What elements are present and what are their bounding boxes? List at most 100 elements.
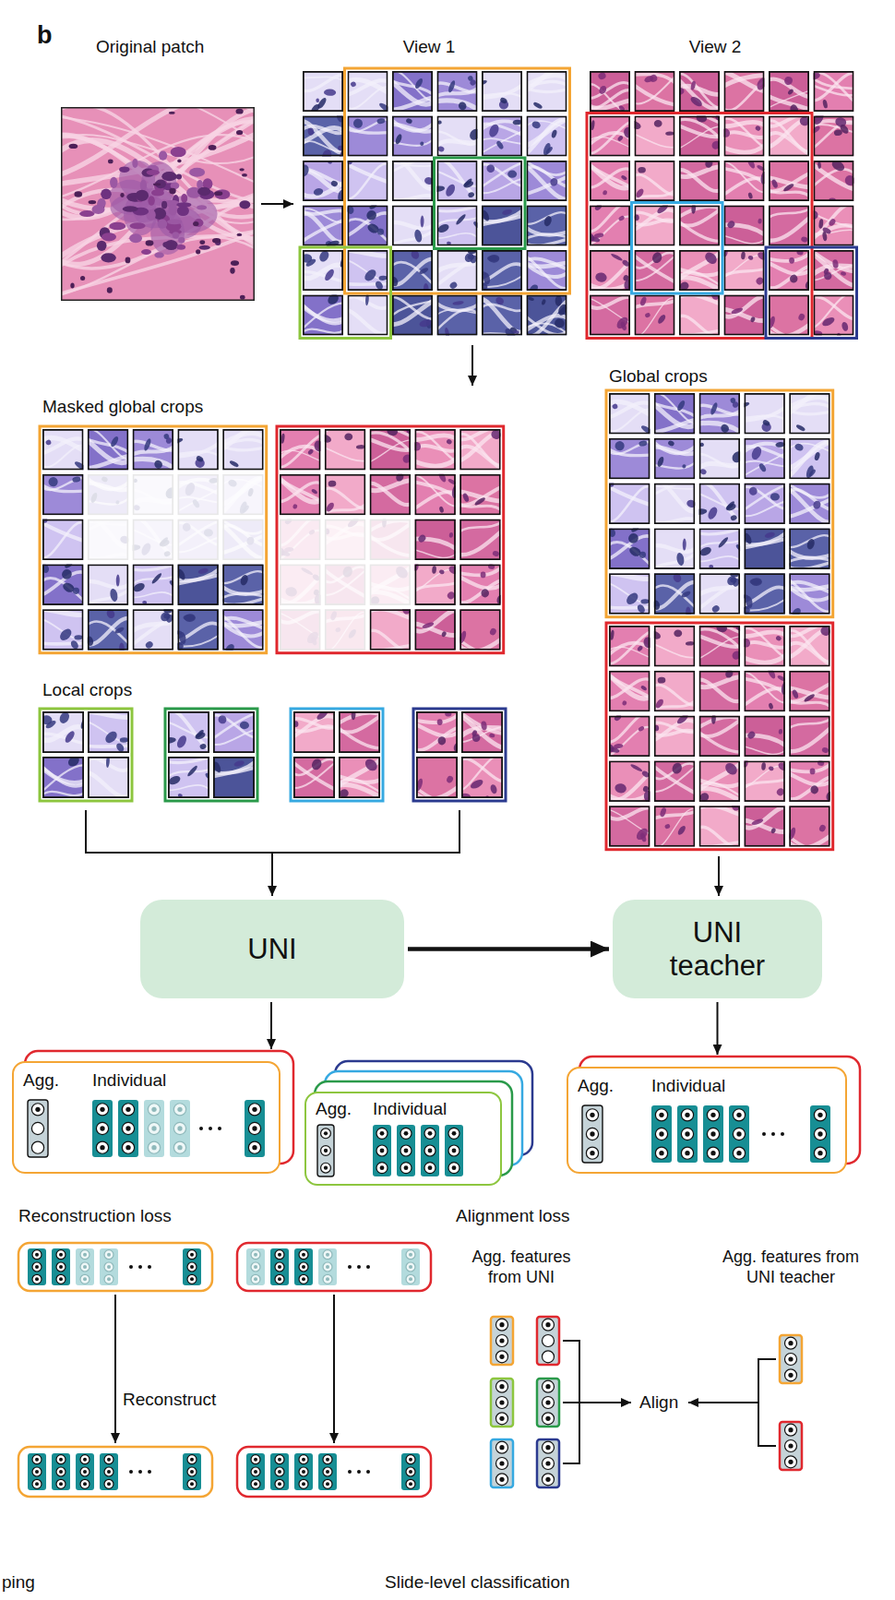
feature-slot: [56, 1274, 66, 1284]
tissue-tile: [787, 759, 836, 801]
tissue-fiber: [459, 727, 506, 739]
tissue-fiber: [220, 519, 266, 535]
tile-border: [789, 716, 830, 756]
pointer-arrow: [261, 202, 294, 205]
cell-nucleus: [614, 314, 630, 331]
token-vector: [99, 1453, 119, 1491]
cell-nucleus: [594, 271, 608, 283]
tile-border: [813, 71, 853, 111]
tissue-fiber: [677, 208, 722, 227]
feature-dot: [277, 1469, 282, 1474]
tissue-tile: [696, 572, 742, 615]
cell-nucleus: [471, 728, 478, 737]
tissue-tile: [220, 563, 266, 606]
tissue-fiber: [787, 775, 833, 800]
cell-nucleus: [92, 204, 106, 215]
cell-nucleus: [452, 300, 465, 307]
tile-border: [417, 757, 457, 798]
tissue-tile: [336, 709, 383, 753]
tile-border: [178, 519, 218, 560]
tissue-fiber: [390, 80, 435, 105]
feature-slot: [80, 1262, 90, 1272]
feature-dot: [301, 1481, 306, 1486]
ellipsis-dot: [129, 1469, 133, 1474]
feature-slot: [250, 1262, 261, 1272]
tile-border: [325, 429, 366, 470]
cell-nucleus: [821, 315, 836, 328]
cell-nucleus: [356, 444, 366, 450]
tile-border: [88, 429, 129, 470]
feature-dot: [277, 1276, 282, 1281]
feature-dot: [277, 1481, 282, 1486]
cell-nucleus: [644, 311, 651, 318]
tile-border: [393, 205, 432, 245]
cell-nucleus: [170, 146, 187, 157]
feature-slot: [187, 1479, 197, 1489]
tissue-tile: [84, 608, 131, 656]
cell-nucleus: [247, 487, 255, 497]
cell-nucleus: [393, 132, 403, 145]
cell-nucleus: [818, 823, 827, 834]
pointer-arrow: [579, 1401, 632, 1404]
tissue-fiber: [459, 727, 506, 743]
tile-ground: [87, 474, 130, 516]
tissue-fiber: [56, 115, 260, 203]
cell-nucleus: [437, 736, 446, 746]
tissue-fiber: [300, 304, 346, 321]
tissue-tile: [367, 604, 413, 652]
tile-border: [526, 205, 566, 245]
tissue-tile: [524, 68, 569, 112]
tissue-tile: [175, 519, 221, 561]
tissue-fiber: [85, 588, 132, 605]
cell-nucleus: [394, 471, 406, 482]
tissue-tile: [175, 563, 221, 606]
cell-nucleus: [611, 403, 619, 410]
cell-nucleus: [822, 98, 829, 108]
tissue-tile: [787, 805, 833, 850]
tissue-fiber: [412, 582, 458, 592]
cell-nucleus: [624, 590, 641, 607]
tissue-fiber: [696, 556, 742, 562]
tile-border: [699, 806, 740, 847]
cell-nucleus: [689, 95, 705, 108]
feature-dot: [253, 1264, 258, 1269]
feature-slot: [785, 1455, 798, 1468]
cell-nucleus: [191, 498, 202, 509]
feature-dot: [545, 1444, 550, 1450]
tissue-fiber: [677, 219, 722, 241]
cell-nucleus: [494, 295, 506, 307]
cell-nucleus: [710, 604, 721, 614]
tissue-fiber: [345, 282, 390, 287]
tissue-fiber: [434, 309, 479, 332]
tissue-tile: [412, 608, 458, 651]
tile-border: [347, 250, 387, 290]
cell-nucleus: [690, 80, 697, 91]
tissue-fiber: [787, 835, 833, 850]
cell-nucleus: [622, 126, 634, 140]
tissue-fiber: [632, 212, 677, 222]
feature-dot: [787, 1459, 793, 1465]
feature-slot: [405, 1467, 416, 1477]
feature-dot: [408, 1264, 413, 1269]
cell-nucleus: [704, 157, 715, 168]
tissue-tile: [40, 561, 86, 606]
feature-dot: [499, 1460, 504, 1466]
tissue-tile: [277, 429, 325, 471]
tissue-tile: [607, 393, 655, 436]
cell-nucleus: [378, 274, 388, 281]
cell-nucleus: [675, 712, 690, 726]
cell-nucleus: [238, 167, 244, 171]
cell-nucleus: [745, 155, 756, 169]
cell-nucleus: [47, 475, 60, 489]
tissue-fiber: [390, 229, 435, 246]
cell-nucleus: [775, 634, 783, 643]
tile-border: [280, 475, 321, 515]
crop-frame: [413, 708, 506, 801]
cell-nucleus: [74, 190, 84, 198]
cell-nucleus: [193, 218, 203, 227]
cell-nucleus: [800, 236, 809, 243]
tissue-tile: [434, 248, 479, 291]
cell-nucleus: [810, 785, 819, 795]
cell-nucleus: [438, 505, 444, 514]
cell-nucleus: [59, 567, 74, 582]
